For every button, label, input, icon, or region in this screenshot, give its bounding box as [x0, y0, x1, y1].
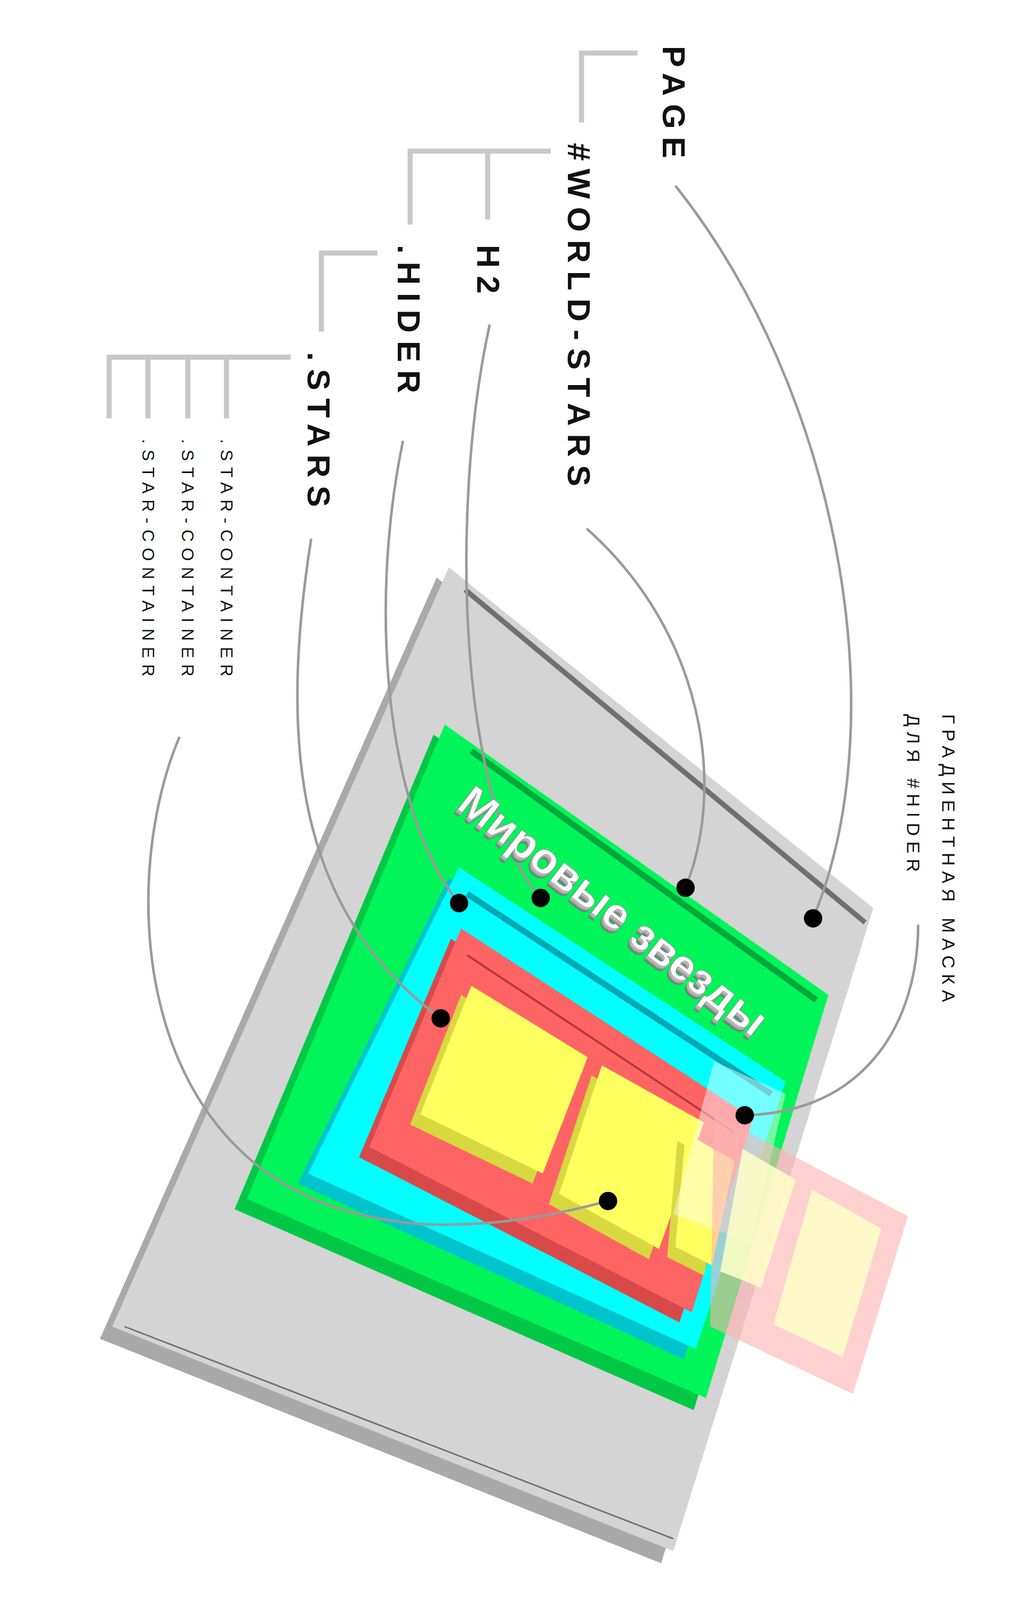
- leader-dot: [598, 1191, 617, 1210]
- bracket: [145, 357, 151, 419]
- annotation: ГРАДИЕНТНАЯ МАСКА ДЛЯ #HIDER: [895, 713, 967, 1040]
- leader-dot: [431, 1008, 450, 1027]
- leader-line: [297, 538, 441, 1018]
- page-sheet: [111, 567, 873, 1551]
- leader-line: [744, 924, 919, 1115]
- leader-line: [586, 528, 705, 888]
- bracket: [109, 357, 292, 419]
- tree-brackets: [109, 53, 638, 419]
- tree-label: .STARS: [299, 351, 338, 516]
- tree-label: .STAR-CONTAINER: [177, 438, 198, 683]
- leader-dot: [735, 1105, 754, 1125]
- leader-line: [148, 736, 608, 1225]
- tree-label: PAGE: [654, 45, 693, 167]
- heading-3d: Мировые звезды: [448, 774, 779, 1047]
- mask-panel: [710, 1113, 909, 1394]
- tree-label: #WORLD-STARS: [559, 142, 598, 495]
- leader-dot: [450, 893, 469, 912]
- bracket: [223, 357, 230, 419]
- leader-line: [385, 440, 460, 904]
- tree-label: .HIDER: [389, 244, 428, 401]
- leader-line: [675, 185, 852, 919]
- mask-star: [773, 1189, 882, 1358]
- bracket: [185, 357, 191, 419]
- tree-label: H2: [468, 244, 508, 302]
- bracket: [485, 150, 491, 220]
- leader-dot: [804, 909, 823, 928]
- leader-lines: [148, 185, 919, 1225]
- star-container: [420, 985, 588, 1174]
- mask-star: [720, 1148, 797, 1288]
- bracket: [410, 150, 551, 225]
- bracket: [581, 53, 638, 123]
- bracket: [321, 253, 378, 332]
- leader-dot: [676, 878, 695, 897]
- tree-label: .STAR-CONTAINER: [216, 438, 237, 683]
- tree-label: .STAR-CONTAINER: [138, 438, 159, 683]
